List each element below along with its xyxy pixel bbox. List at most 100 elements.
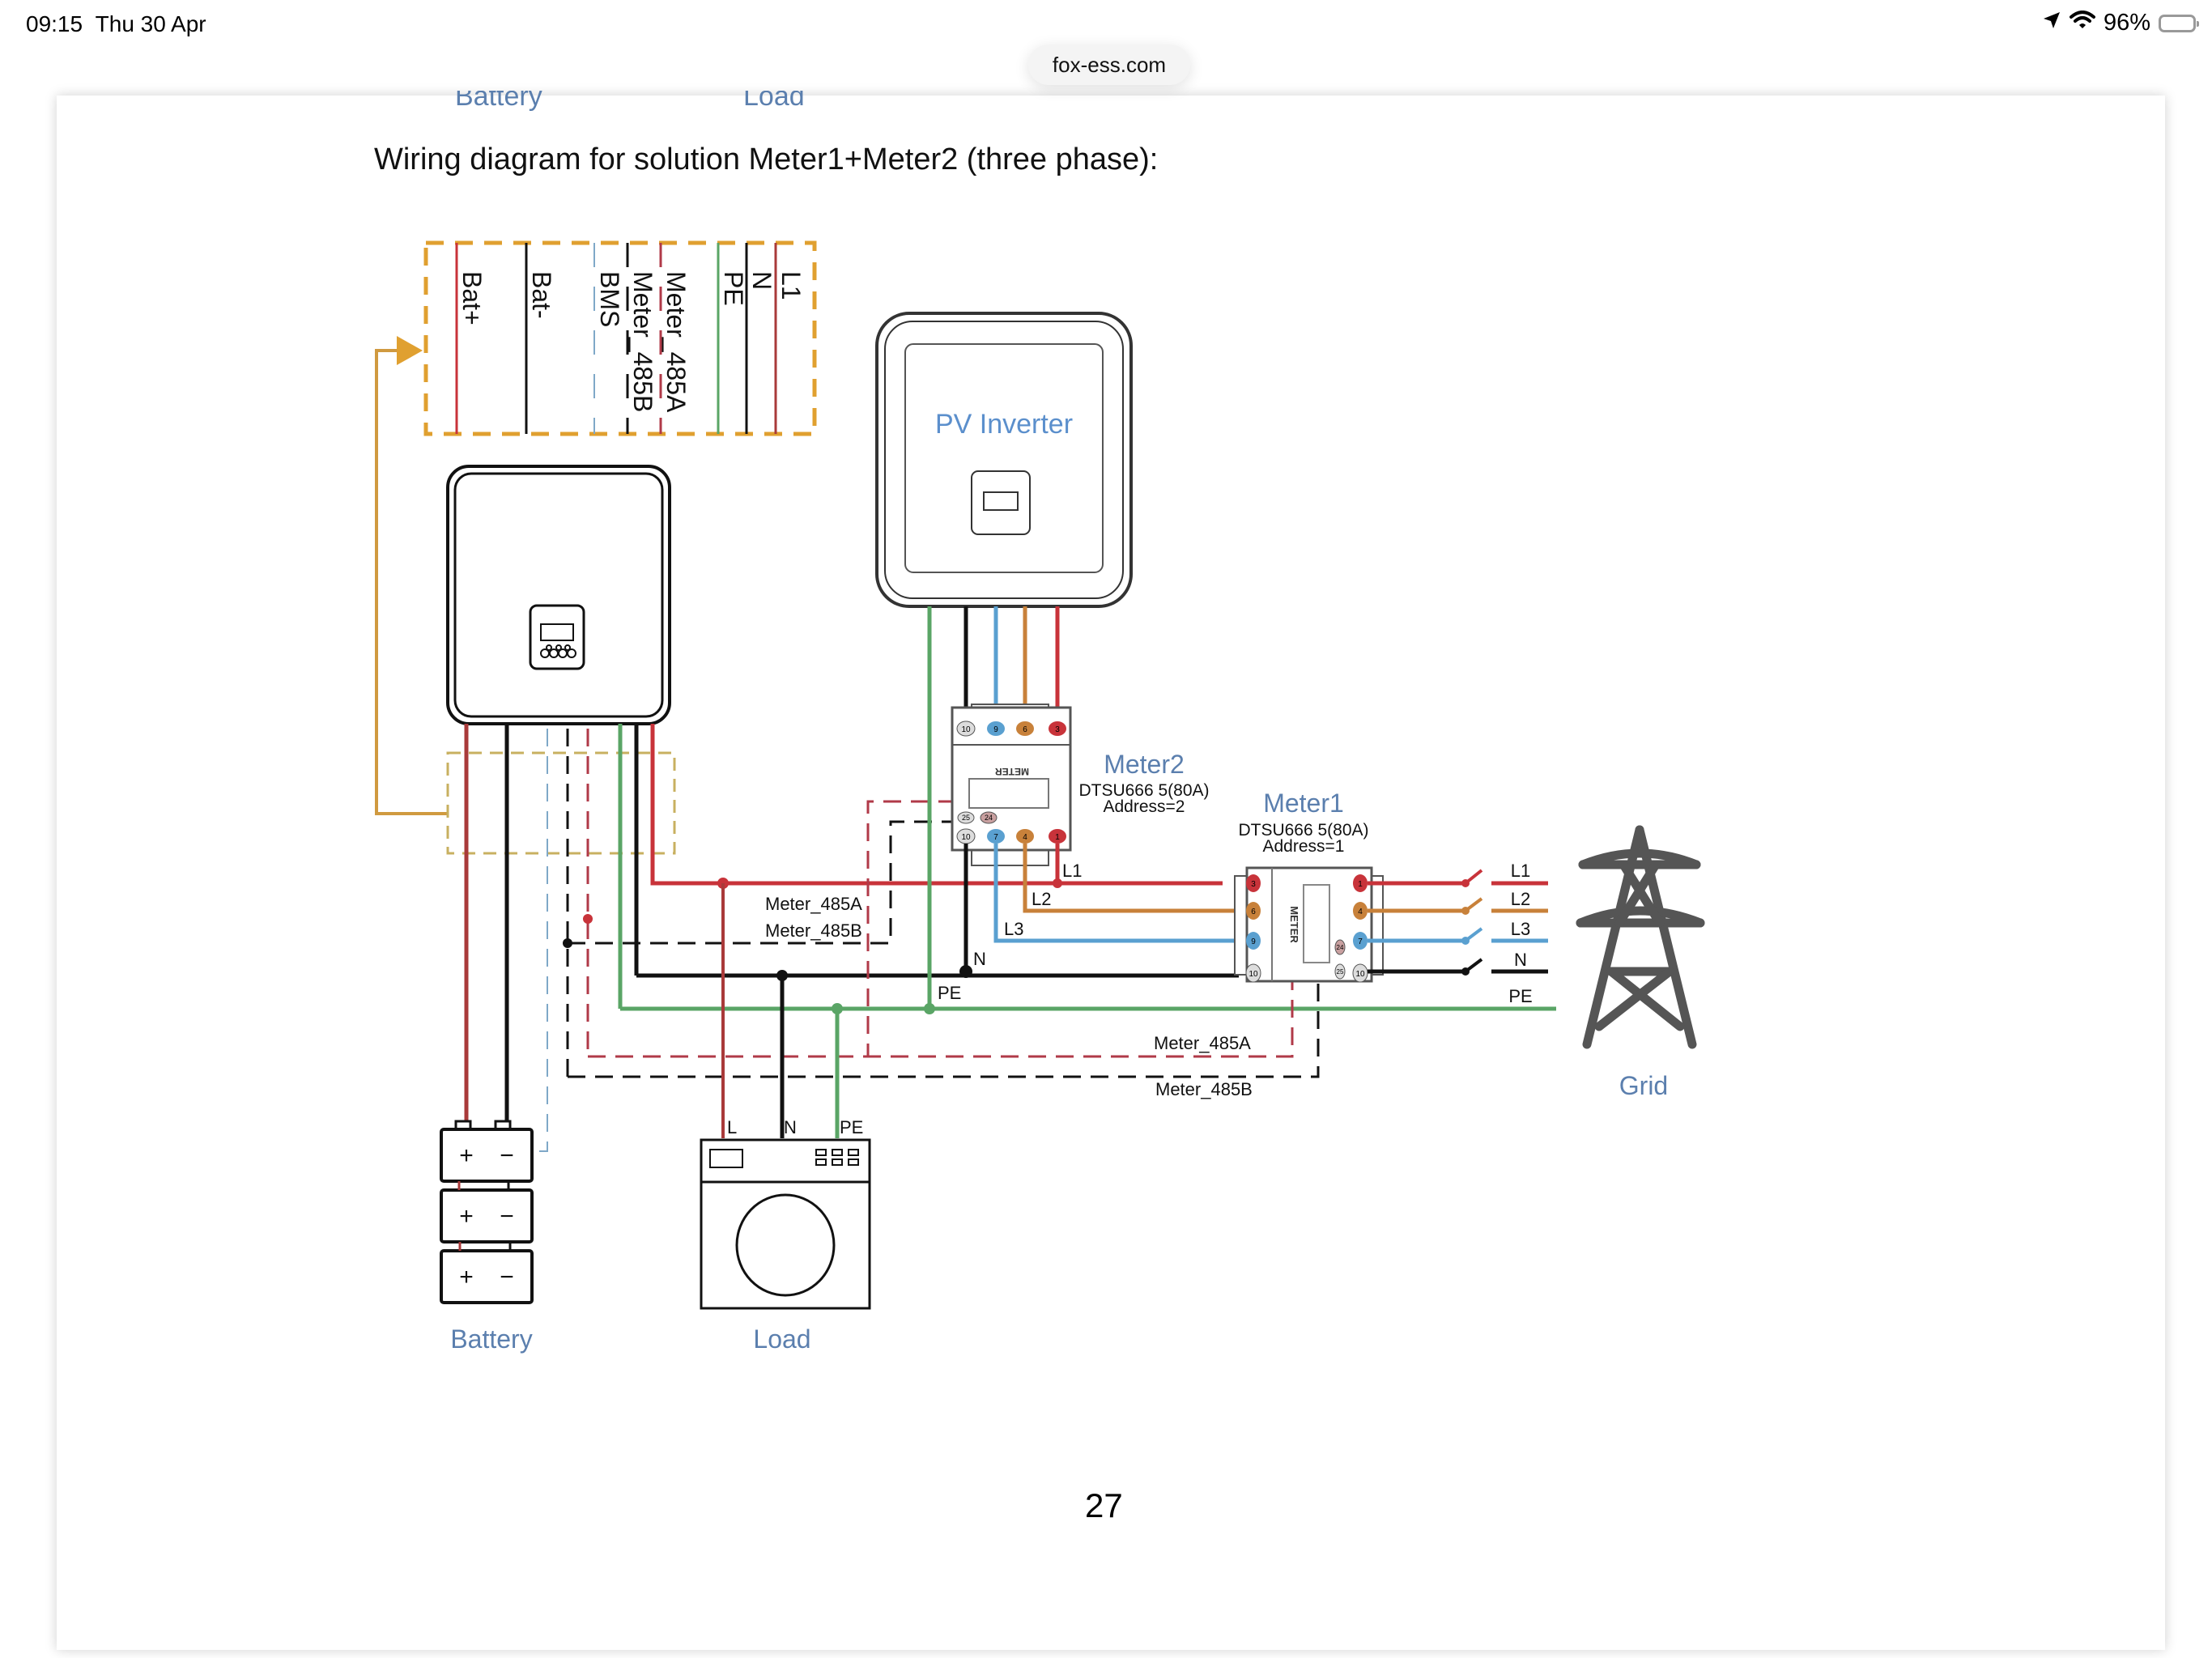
- svg-text:25: 25: [962, 814, 970, 822]
- svg-text:6: 6: [1251, 908, 1256, 916]
- diagram-title: Wiring diagram for solution Meter1+Meter…: [374, 142, 1159, 176]
- svg-text:9: 9: [1251, 937, 1256, 946]
- battery-minus: −: [500, 1203, 514, 1230]
- wire-label-pe: PE: [938, 983, 961, 1003]
- svg-text:3: 3: [1055, 725, 1060, 734]
- battery-label: Battery: [450, 1324, 532, 1354]
- load-terminal-l: L: [727, 1117, 737, 1137]
- meter2-top-terminals: 10 9 6 3: [956, 721, 1066, 737]
- svg-text:24: 24: [985, 814, 993, 822]
- wire-label-meter-485b-2: Meter_485B: [1155, 1079, 1253, 1099]
- clock-time: 09:15: [26, 11, 83, 36]
- grid-label-l3: L3: [1511, 919, 1530, 939]
- meter2-name: Meter2: [1104, 750, 1185, 779]
- svg-text:1: 1: [1358, 880, 1363, 889]
- cut-off-label-load: Load: [743, 81, 805, 112]
- svg-text:7: 7: [1358, 937, 1363, 946]
- svg-text:4: 4: [1358, 908, 1363, 916]
- connector-label-bms: BMS: [595, 271, 624, 327]
- inverter-display-icon: [529, 604, 585, 670]
- meter1-comm-terminals: 24 25: [1334, 939, 1346, 980]
- battery-icon: [2159, 14, 2199, 32]
- wire-label-n: N: [973, 949, 986, 969]
- connector-label-bat-plus: Bat+: [457, 271, 487, 325]
- svg-text:7: 7: [993, 833, 998, 842]
- zoom-arrow-line: [375, 349, 448, 815]
- battery-plus: +: [459, 1142, 474, 1169]
- battery-cell: [440, 1188, 534, 1244]
- connector-wires: [455, 243, 777, 434]
- wire-label-l1: L1: [1062, 861, 1082, 881]
- load-terminal-n: N: [784, 1117, 797, 1137]
- arrow-head-icon: [397, 336, 423, 365]
- inverter-wires: [464, 724, 1223, 1152]
- grid-label-n: N: [1514, 950, 1527, 970]
- load-label: Load: [753, 1324, 810, 1354]
- grid-breaker-lines: [1368, 869, 1548, 976]
- pv-inverter-label: PV Inverter: [935, 409, 1073, 440]
- meter1-face-label: METER: [1288, 906, 1300, 943]
- battery-plus: +: [459, 1203, 474, 1230]
- wire-label-l3: L3: [1004, 919, 1023, 939]
- svg-text:10: 10: [961, 833, 971, 842]
- grid-label-l1: L1: [1511, 861, 1530, 881]
- junction-dot: [583, 914, 593, 924]
- wifi-icon: [2069, 10, 2095, 36]
- page-number: 27: [1085, 1486, 1123, 1524]
- svg-text:4: 4: [1023, 833, 1027, 842]
- svg-text:1: 1: [1055, 833, 1060, 842]
- battery-percent: 96%: [2103, 10, 2150, 36]
- status-indicators: 96%: [2042, 10, 2199, 36]
- svg-text:25: 25: [1337, 968, 1344, 976]
- connector-label-meter-485a: Meter_485A: [661, 271, 691, 413]
- location-arrow-icon: [2042, 10, 2061, 36]
- connector-label-meter-485b: Meter_485B: [628, 271, 657, 412]
- wire-label-meter-485a-2: Meter_485A: [1154, 1033, 1251, 1053]
- status-time: 09:15 Thu 30 Apr: [26, 11, 206, 37]
- meter1-name: Meter1: [1263, 789, 1344, 818]
- battery-stack: [440, 1120, 534, 1304]
- grid-label-pe: PE: [1508, 986, 1532, 1006]
- status-bar: 09:15 Thu 30 Apr 96%: [0, 0, 2212, 57]
- rs485a-to-meter2: [588, 800, 985, 1058]
- grid-pylon-icon: [1576, 825, 1705, 1049]
- meter1-right-terminals: 1 4 7 10: [1352, 874, 1368, 983]
- meter1-model: DTSU666 5(80A): [1238, 821, 1368, 840]
- connector-label-pe: PE: [719, 271, 748, 306]
- svg-text:10: 10: [1249, 970, 1258, 979]
- washing-machine-icon: [700, 1138, 871, 1310]
- wire-label-meter-485a: Meter_485A: [765, 894, 862, 914]
- junction-dot: [563, 938, 572, 948]
- url-bar[interactable]: fox-ess.com: [1028, 45, 1190, 85]
- grid-label: Grid: [1619, 1071, 1668, 1100]
- battery-minus: −: [500, 1142, 514, 1169]
- connector-label-n: N: [747, 271, 776, 290]
- meter2-l3-out: [993, 844, 1253, 943]
- battery-minus: −: [500, 1264, 514, 1290]
- meter2-comm-terminals: 25 24: [957, 811, 998, 824]
- connector-label-l1: L1: [776, 271, 806, 300]
- meter2-l2-out: [1023, 844, 1253, 913]
- svg-text:10: 10: [1355, 970, 1365, 979]
- wire-label-meter-485b: Meter_485B: [765, 920, 862, 941]
- battery-plus: +: [459, 1264, 474, 1290]
- meter1-address: Address=1: [1263, 837, 1345, 856]
- wire-label-l2: L2: [1032, 889, 1051, 909]
- clock-date: Thu 30 Apr: [95, 11, 206, 36]
- meter2-model: DTSU666 5(80A): [1078, 781, 1209, 800]
- meter2-bottom-terminals: 10 7 4 1: [956, 828, 1066, 844]
- meter1-left-terminals: 3 6 9 10: [1245, 874, 1261, 983]
- svg-text:10: 10: [961, 725, 971, 734]
- connector-box: [423, 240, 817, 436]
- meter2-face-label: METER: [995, 766, 1029, 777]
- pv-display-icon: [971, 470, 1031, 535]
- connector-zone-box: [446, 751, 676, 855]
- svg-text:24: 24: [1337, 944, 1344, 951]
- svg-text:3: 3: [1251, 880, 1256, 889]
- battery-cell: [440, 1128, 534, 1183]
- connector-label-bat-minus: Bat-: [527, 271, 556, 319]
- meter2-address: Address=2: [1104, 797, 1185, 816]
- svg-text:9: 9: [993, 725, 998, 734]
- grid-label-l2: L2: [1511, 889, 1530, 909]
